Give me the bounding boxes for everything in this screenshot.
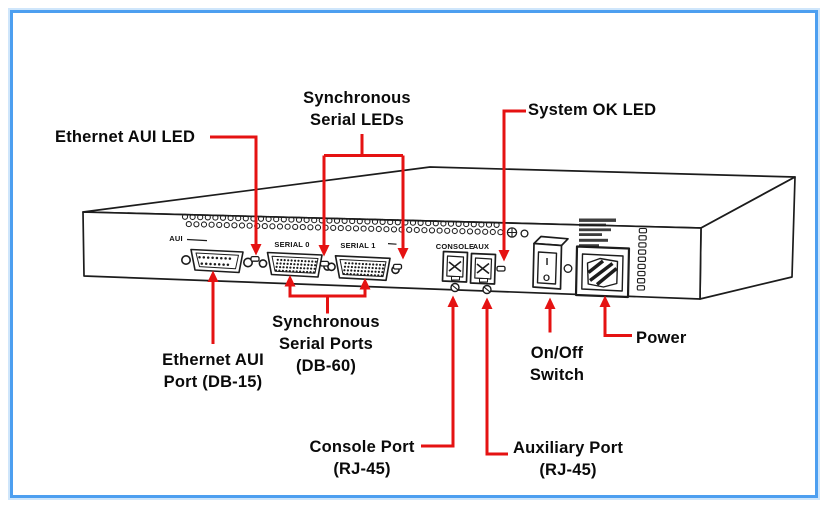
jackscrew	[258, 259, 268, 268]
switch-on-mark: I	[546, 257, 549, 268]
callout-onoff-switch: On/Off Switch	[529, 344, 585, 384]
callout-ethernet-aui-led: Ethernet AUI LED	[55, 128, 196, 146]
callout-auxiliary-port: Auxiliary Port (RJ-45)	[512, 439, 624, 479]
callout-power: Power	[636, 329, 687, 347]
engraved-dashes	[186, 238, 397, 245]
diagram-blue-border	[10, 10, 818, 498]
power-arrow	[599, 295, 632, 337]
led-ethernet-aui	[250, 255, 260, 262]
callout-sync-serial-leds: Synchronous Serial LEDs	[303, 89, 411, 129]
ethernet-aui-port-arrow	[207, 270, 219, 344]
callout-console-port: Console Port (RJ-45)	[309, 438, 415, 478]
system-ok-led-arrow	[498, 109, 526, 262]
auxiliary-port-arrow	[481, 297, 508, 456]
jackscrew	[243, 257, 254, 268]
serial1-label-dash	[387, 243, 397, 245]
ethernet-aui-led-arrow	[210, 135, 262, 256]
side-vent-slots	[636, 227, 648, 291]
callout-sync-serial-ports: Synchronous Serial Ports (DB-60)	[272, 313, 380, 375]
onoff-switch-arrow	[544, 297, 556, 333]
vent-holes	[181, 213, 504, 236]
jackscrew	[327, 262, 336, 272]
sync-serial-leds-arrows	[318, 134, 409, 260]
panel-label-serial1: SERIAL 1	[340, 241, 376, 250]
aui-label-dash	[186, 238, 208, 242]
status-leds	[250, 255, 506, 272]
chassis	[82, 166, 796, 300]
panel-label-console: CONSOLE	[435, 242, 475, 251]
power-rating-plate	[579, 218, 616, 247]
round-hole	[520, 229, 529, 238]
led-serial1	[392, 263, 403, 270]
callout-ethernet-aui-port: Ethernet AUI Port (DB-15)	[162, 351, 264, 391]
power-switch: I O	[532, 235, 569, 290]
panel-label-aui: AUI	[169, 234, 183, 243]
led-serial0	[319, 260, 330, 267]
power-inlet	[574, 245, 631, 299]
callout-system-ok-led: System OK LED	[528, 101, 657, 119]
led-system-ok	[496, 265, 506, 272]
panel-label-aux: AUX	[472, 242, 490, 251]
sync-serial-ports-arrows	[284, 275, 371, 314]
panel-label-serial0: SERIAL 0	[274, 240, 310, 249]
jackscrew	[181, 255, 192, 266]
serial0-pins	[274, 258, 317, 274]
serial1-pins	[342, 262, 385, 277]
panel-screws	[506, 227, 573, 273]
console-port-arrow	[421, 295, 459, 448]
aux-jack	[469, 252, 497, 295]
switch-off-mark: O	[543, 273, 550, 283]
console-jack	[441, 250, 469, 293]
aui-port-pins	[198, 255, 232, 267]
round-hole-2	[563, 264, 573, 273]
